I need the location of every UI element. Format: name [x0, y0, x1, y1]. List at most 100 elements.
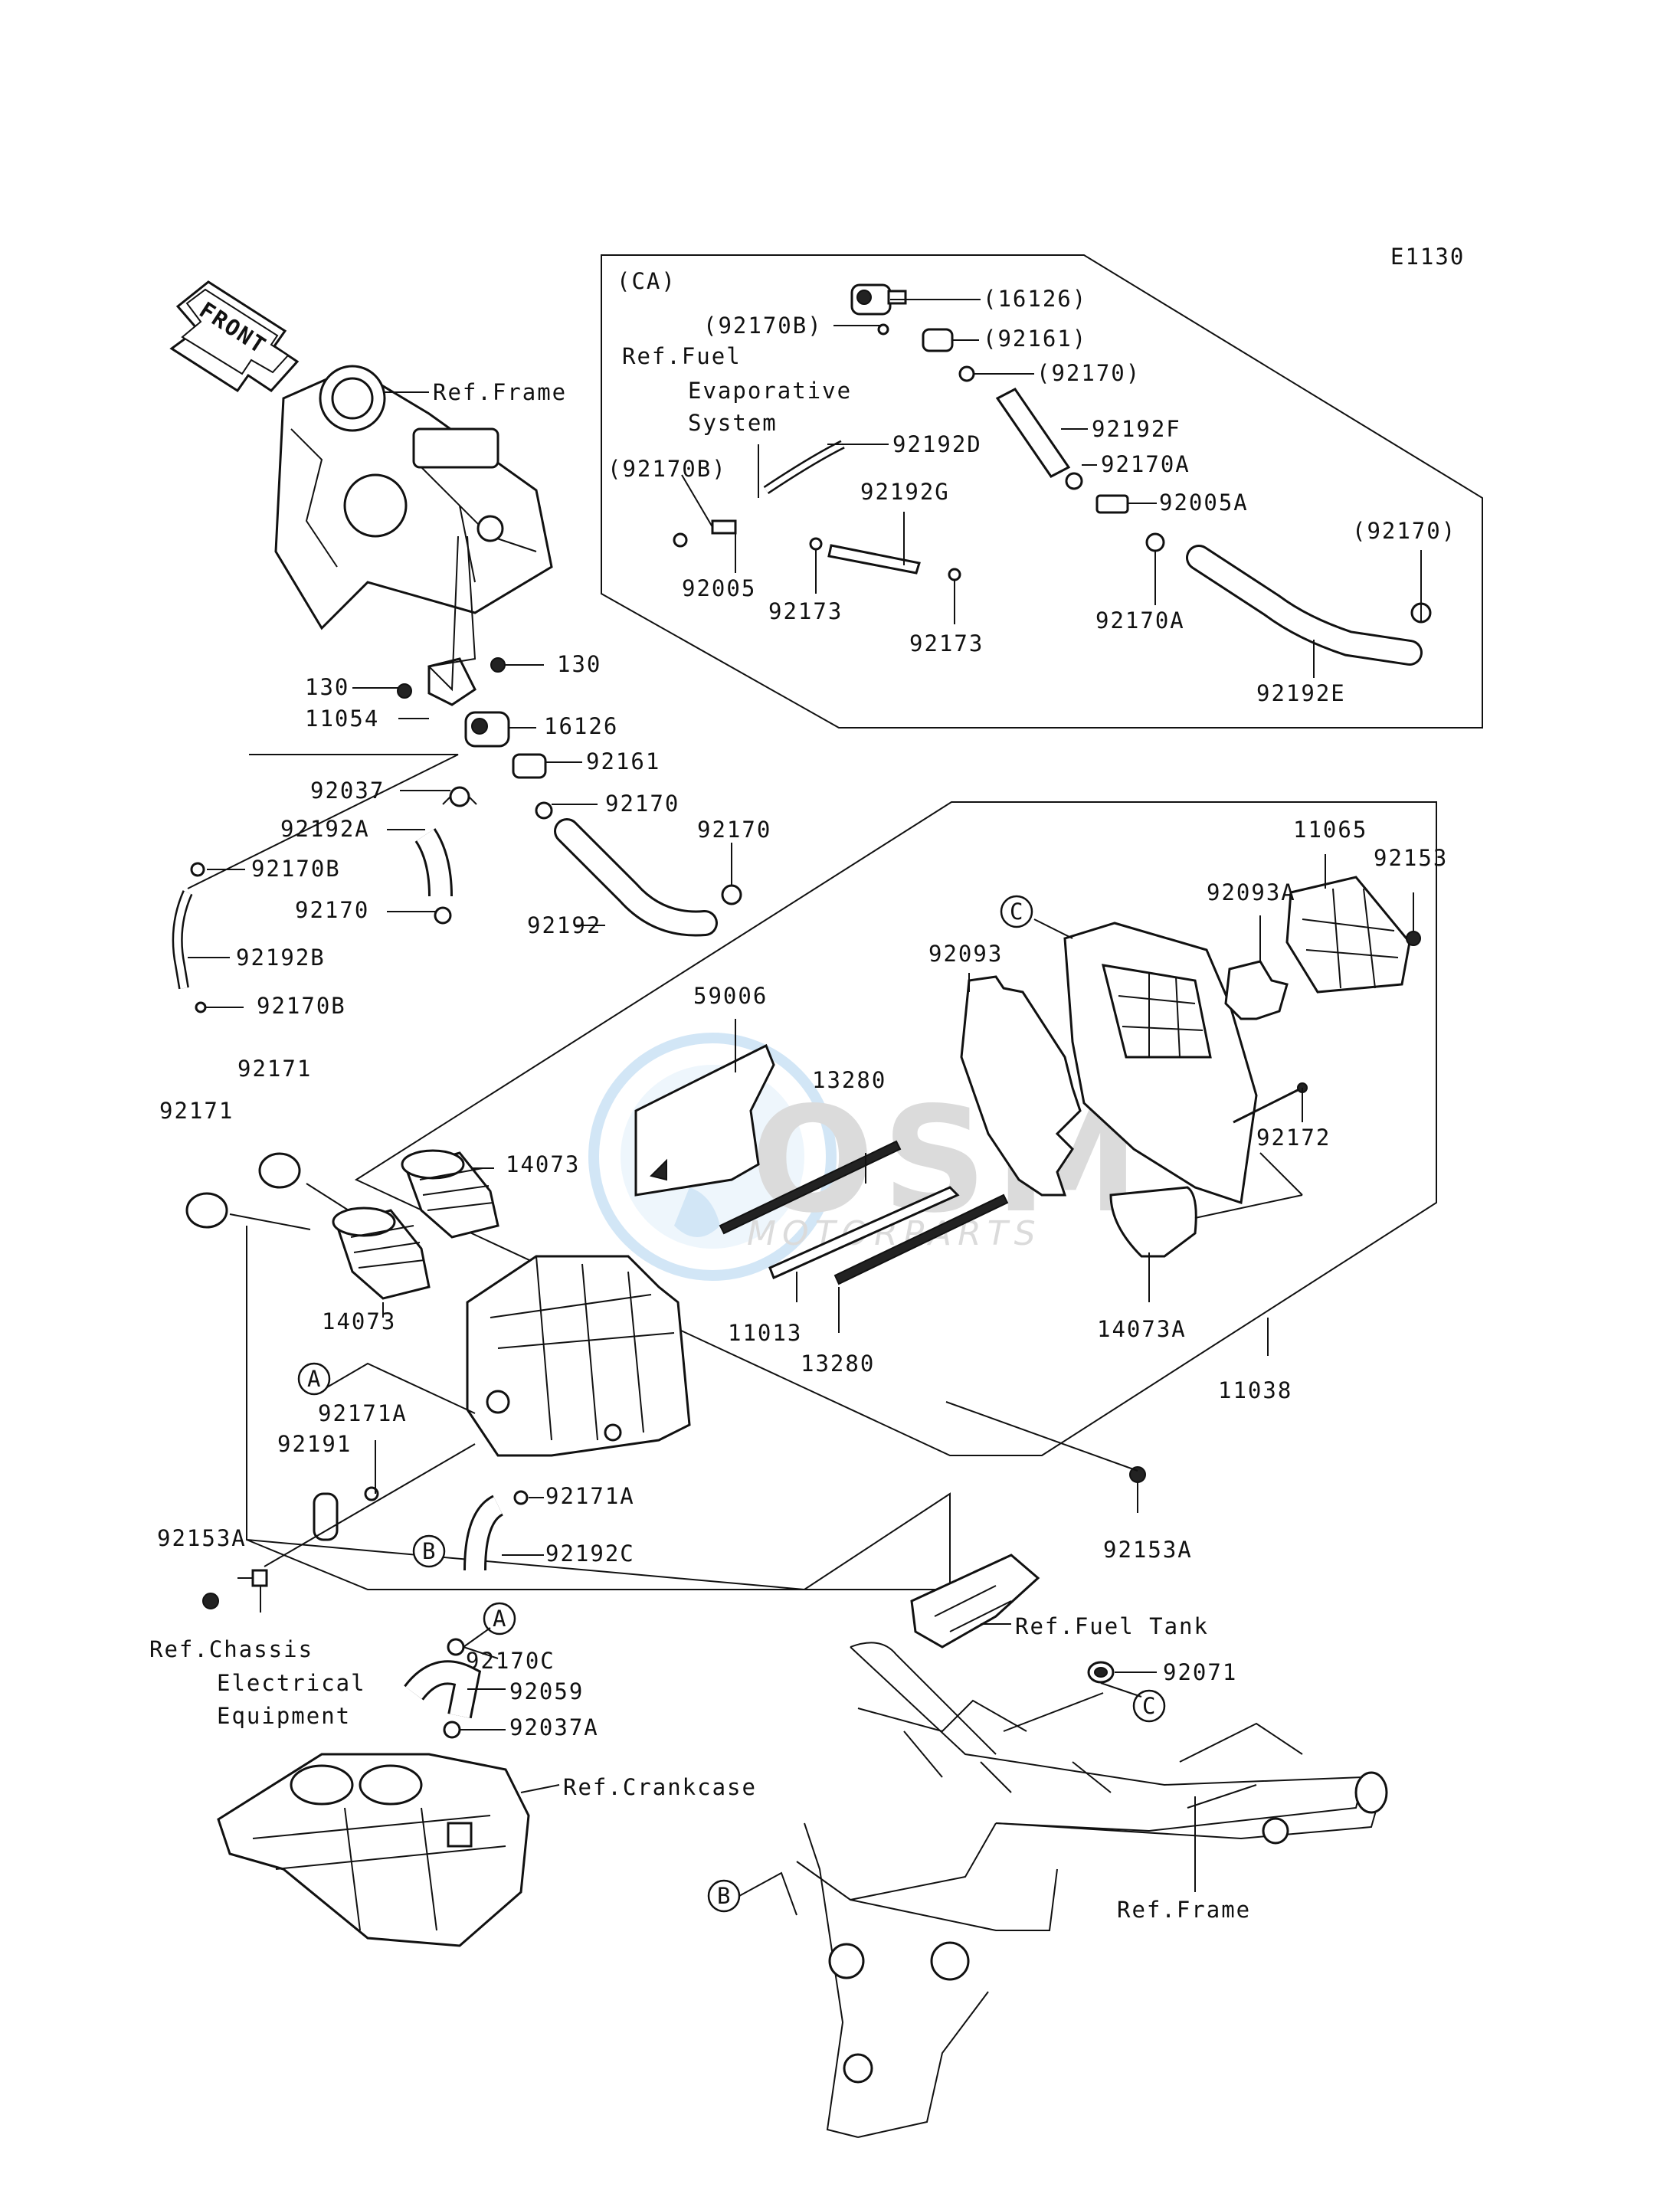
label-92071: 92071 [1163, 1659, 1237, 1685]
lower-leaders [460, 1623, 1196, 1916]
svg-text:C: C [1010, 899, 1024, 925]
label-ca-ref-fuel-1: Ref.Fuel [622, 343, 742, 369]
plate-11013 [768, 1186, 960, 1280]
label-13280-a: 13280 [812, 1067, 886, 1093]
label-ca-16126: (16126) [983, 286, 1087, 312]
duct-14073-a [401, 1149, 499, 1239]
ring-92071 [1087, 1661, 1115, 1684]
hose-92192C [463, 1495, 504, 1571]
watermark-globe-icon [588, 1033, 837, 1281]
callout-b-lower: B [707, 1879, 741, 1913]
label-92171A-b: 92171A [545, 1483, 635, 1509]
clamp-92170-b [434, 906, 452, 925]
bolt-92153 [1406, 931, 1421, 946]
label-ca-92170A-b: 92170A [1095, 607, 1185, 634]
front-arrow-icon: FRONT [169, 280, 300, 393]
hose-92192B [172, 890, 193, 990]
label-92191: 92191 [277, 1431, 352, 1457]
label-14073A: 14073A [1097, 1316, 1187, 1342]
seal-13280-b [833, 1193, 1009, 1285]
crankcase [217, 1753, 530, 1947]
cap-92161 [512, 753, 547, 779]
bolt-130-right [490, 657, 506, 673]
label-ca-ref-fuel-2: Evaporative [688, 378, 852, 404]
cover-11065 [1285, 876, 1411, 994]
clamp-92171A-b [513, 1490, 529, 1505]
label-92093A: 92093A [1207, 879, 1296, 905]
ca-clamp-92173-a [809, 537, 823, 551]
label-92170B-a: 92170B [251, 856, 341, 882]
ca-hose-92192E [1186, 545, 1423, 666]
airbox-labels: 11065 92153 92093A 92093 59006 92171 921… [157, 817, 1446, 1567]
hose-92059 [404, 1660, 482, 1719]
label-92170-a: 92170 [605, 791, 680, 817]
frame-head-assembly [274, 365, 553, 630]
valve-16126 [464, 711, 510, 748]
gasket-92093A [1224, 960, 1289, 1020]
label-ref-chassis-1: Ref.Chassis [149, 1636, 313, 1662]
seal-13280-a [719, 1140, 902, 1235]
upper-left-labels: Ref.Frame 130 130 11054 16126 92037 9216… [236, 379, 771, 1019]
svg-text:A: A [493, 1606, 507, 1632]
clamp-92171-a [258, 1152, 301, 1189]
label-92153A-b: 92153A [1103, 1537, 1193, 1563]
label-16126: 16126 [544, 713, 618, 739]
gasket-92093 [960, 975, 1082, 1197]
ca-hose-92192D [763, 440, 845, 494]
label-ca-92173-a: 92173 [768, 598, 843, 624]
label-ca-92161: (92161) [983, 326, 1087, 352]
clamp-92171-b [185, 1192, 228, 1229]
airbox-leaders [229, 854, 1414, 1613]
label-ca-92173-b: 92173 [909, 630, 984, 656]
fuel-tank-bracket [910, 1554, 1040, 1649]
bolt-92153A-a [202, 1593, 219, 1609]
clamp-92170-c [721, 884, 742, 905]
ref-labels-lower: Ref.Chassis Electrical Equipment Ref.Fue… [149, 1613, 1251, 1923]
label-92171-a: 92171 [237, 1056, 312, 1082]
bracket-92153A-a [251, 1569, 268, 1587]
clamp-92170C [447, 1638, 465, 1656]
label-92171-b: 92171 [159, 1098, 234, 1124]
label-ca-92005A: 92005A [1159, 489, 1249, 516]
label-11038: 11038 [1218, 1377, 1292, 1403]
label-92172: 92172 [1256, 1125, 1331, 1151]
label-14073-b: 14073 [322, 1308, 396, 1334]
label-ca-92192G: 92192G [860, 479, 950, 505]
label-ca-92192E: 92192E [1256, 680, 1346, 706]
clamp-92037 [442, 786, 477, 807]
label-ref-crankcase: Ref.Crankcase [563, 1774, 757, 1800]
clamp-92037A [443, 1721, 461, 1739]
label-ref-frame-bottom: Ref.Frame [1117, 1897, 1251, 1923]
ca-clamp-92170 [958, 365, 975, 382]
ca-clamp-92170B [673, 323, 889, 548]
air-box-main [466, 1255, 691, 1457]
duct-14073-b [332, 1207, 431, 1300]
label-ca-92170B-left: (92170B) [607, 456, 727, 482]
label-ca-92005: 92005 [682, 575, 756, 601]
svg-text:B: B [422, 1538, 437, 1564]
label-ca-ref-fuel-3: System [688, 410, 778, 436]
label-92093: 92093 [928, 941, 1003, 967]
upper-left-leaders [187, 391, 732, 1008]
ca-leaders [681, 299, 1422, 678]
label-92171A-a: 92171A [318, 1400, 408, 1426]
airbox-lower-group-outline [246, 1226, 951, 1591]
label-92161: 92161 [586, 748, 660, 774]
element-59006 [634, 1043, 775, 1197]
ca-clamp-92170A-a [1065, 472, 1083, 490]
label-92192: 92192 [527, 912, 601, 938]
cover-14073A [1109, 1186, 1197, 1258]
label-92192C: 92192C [545, 1541, 635, 1567]
clamp-92170-a [535, 801, 553, 820]
hose-92192 [554, 818, 718, 937]
label-ref-chassis-2: Electrical [217, 1670, 366, 1696]
callout-c-lower: C [1132, 1689, 1166, 1723]
label-92170-b: 92170 [697, 817, 771, 843]
ca-fitting-92005A [1095, 494, 1129, 514]
ca-hose-92192F [995, 388, 1071, 478]
label-92170-c: 92170 [295, 897, 369, 923]
label-ca-92170B-top: (92170B) [703, 313, 823, 339]
label-92192A: 92192A [280, 816, 370, 842]
ca-hose-92192G [827, 544, 921, 575]
